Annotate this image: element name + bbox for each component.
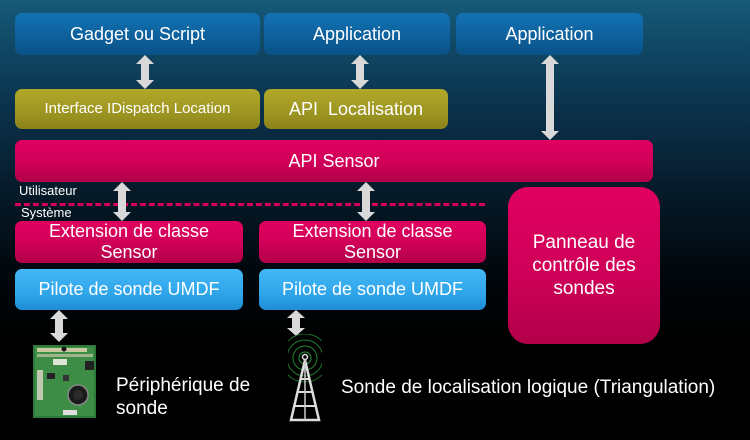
- sensor-device-caption: Périphérique de sonde: [116, 375, 250, 421]
- class-extension-line1-1: Extension de classe: [48, 221, 210, 242]
- control-panel-line3: sondes: [553, 278, 615, 300]
- sensor-device-line1: Périphérique de: [116, 375, 251, 396]
- user-mode-label: Utilisateur: [19, 183, 77, 198]
- sensor-device-line2: sonde: [116, 397, 168, 419]
- idispatch-location-label: Interface IDispatch Location: [44, 100, 231, 118]
- api-localisation-label: API Localisation: [288, 98, 424, 119]
- umdf-driver-label-2: Pilote de sonde UMDF: [281, 279, 464, 300]
- application-box-2: Application: [456, 13, 643, 55]
- class-extension-line2-1: Sensor: [100, 242, 158, 262]
- double-arrow-icon: [357, 182, 375, 221]
- control-panel-line1: Panneau de: [532, 231, 636, 253]
- double-arrow-icon: [541, 55, 559, 140]
- class-extension-line2-2: Sensor: [343, 242, 402, 262]
- application-label-1: Application: [312, 23, 402, 44]
- double-arrow-icon: [50, 310, 68, 342]
- application-label-2: Application: [505, 23, 594, 44]
- api-localisation-box: API Localisation: [264, 89, 448, 129]
- sensor-control-panel-box: Panneau de contrôle des sondes: [508, 187, 660, 344]
- double-arrow-icon: [136, 55, 154, 89]
- circuit-board-icon: [33, 345, 96, 418]
- gadget-script-box: Gadget ou Script: [15, 13, 260, 55]
- class-extension-line1-2: Extension de classe: [292, 221, 453, 242]
- idispatch-location-box: Interface IDispatch Location: [15, 89, 260, 129]
- gadget-script-label: Gadget ou Script: [69, 23, 206, 44]
- system-mode-label: Système: [21, 205, 72, 220]
- control-panel-line2: contrôle des: [532, 254, 636, 276]
- umdf-driver-box-2: Pilote de sonde UMDF: [259, 269, 486, 310]
- class-extension-box-2: Extension de classe Sensor: [259, 221, 486, 263]
- umdf-driver-box-1: Pilote de sonde UMDF: [15, 269, 243, 310]
- radio-tower-icon: [280, 333, 330, 422]
- umdf-driver-label-1: Pilote de sonde UMDF: [38, 279, 220, 300]
- logical-location-sensor-caption: Sonde de localisation logique (Triangula…: [341, 377, 716, 398]
- double-arrow-icon: [287, 310, 305, 336]
- user-system-boundary-line: [15, 203, 485, 206]
- application-box-1: Application: [264, 13, 450, 55]
- double-arrow-icon: [113, 182, 131, 221]
- class-extension-box-1: Extension de classe Sensor: [15, 221, 243, 263]
- double-arrow-icon: [351, 55, 369, 89]
- api-sensor-box: API Sensor: [15, 140, 653, 182]
- api-sensor-label: API Sensor: [288, 150, 380, 171]
